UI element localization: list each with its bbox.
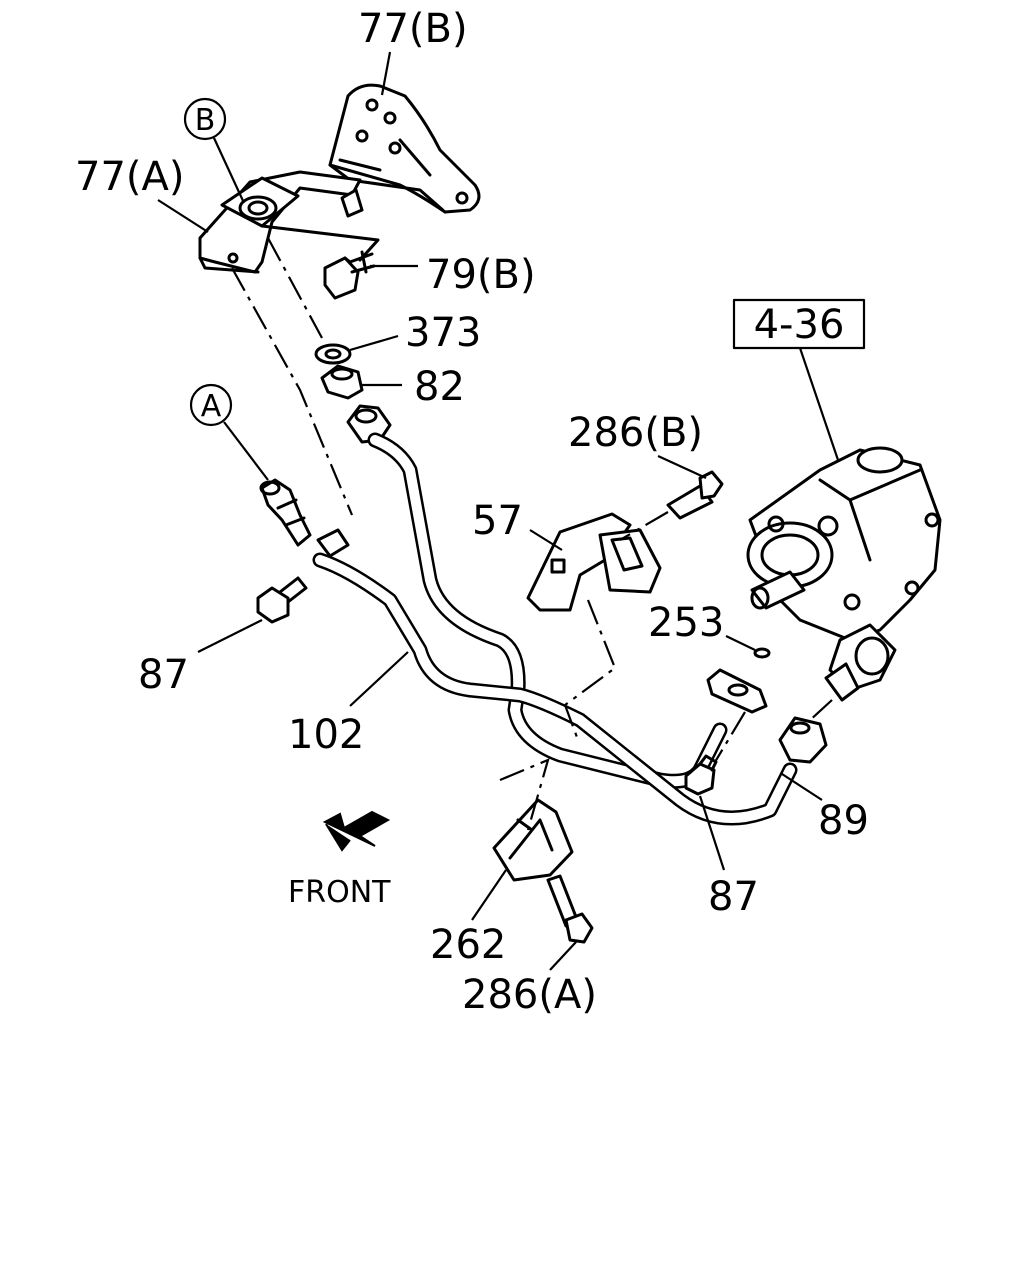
reference-box-label: 4-36 [754, 302, 845, 348]
label-87-left: 87 [138, 652, 189, 698]
label-82: 82 [414, 364, 465, 410]
label-262: 262 [430, 922, 506, 968]
pipe-lug [316, 528, 350, 558]
flare-nut-upper [346, 404, 392, 444]
label-286b: 286(B) [568, 410, 703, 456]
leader-286b [657, 455, 707, 479]
centerline-left [231, 267, 354, 516]
front-direction-arrow [322, 810, 391, 852]
label-87-right: 87 [708, 874, 759, 920]
reference-b-label: B [195, 103, 216, 138]
leader-77b [380, 51, 392, 96]
centerline-banjo [714, 711, 746, 763]
hose-89-fitting [778, 716, 828, 764]
label-57: 57 [472, 498, 523, 544]
leader-4-36 [798, 347, 840, 461]
leader-102 [349, 651, 409, 707]
hose-fitting-a [259, 478, 312, 547]
pump-outlet-fitting [824, 662, 860, 702]
leader-77a [157, 199, 209, 233]
label-286a: 286(A) [462, 972, 597, 1018]
banjo-fitting [706, 668, 768, 714]
label-253: 253 [648, 600, 724, 646]
pipe-102-lower [312, 552, 798, 826]
centerline-washer [267, 237, 323, 339]
clamp-57 [526, 512, 662, 612]
leader-57 [529, 529, 563, 551]
centerline-clamp [563, 599, 617, 741]
centerline-286b [619, 511, 669, 541]
bracket-77a [198, 170, 380, 274]
reference-a-label: A [201, 389, 222, 424]
label-77b: 77(B) [358, 6, 468, 52]
centerline-clip [499, 758, 550, 831]
reference-box-4-36: 4-36 [732, 298, 866, 350]
bolt-286a [546, 874, 594, 944]
bolt-79b [323, 250, 376, 300]
label-373: 373 [405, 310, 481, 356]
nut-82 [320, 364, 364, 400]
oring-253 [753, 647, 771, 659]
bolt-87-right [684, 754, 718, 796]
label-79b: 79(B) [426, 252, 536, 298]
front-label: FRONT [288, 875, 391, 910]
label-102: 102 [288, 712, 364, 758]
leader-87-right [698, 795, 726, 871]
bracket-77b [328, 83, 481, 214]
reference-b: B [183, 97, 245, 204]
label-77a: 77(A) [75, 154, 184, 200]
bolt-286b [666, 470, 724, 520]
leader-89 [781, 773, 823, 801]
bolt-87-left [256, 576, 308, 624]
clip-262 [492, 798, 574, 882]
pump-assembly [746, 446, 942, 692]
leader-286a [549, 941, 577, 971]
reference-a: A [189, 383, 269, 481]
leader-262 [471, 869, 507, 921]
washer-373 [314, 343, 352, 365]
leader-87-left [197, 619, 263, 653]
centerline-pump [807, 699, 833, 723]
label-89: 89 [818, 798, 869, 844]
leader-253 [725, 635, 756, 651]
leader-373 [349, 334, 399, 352]
